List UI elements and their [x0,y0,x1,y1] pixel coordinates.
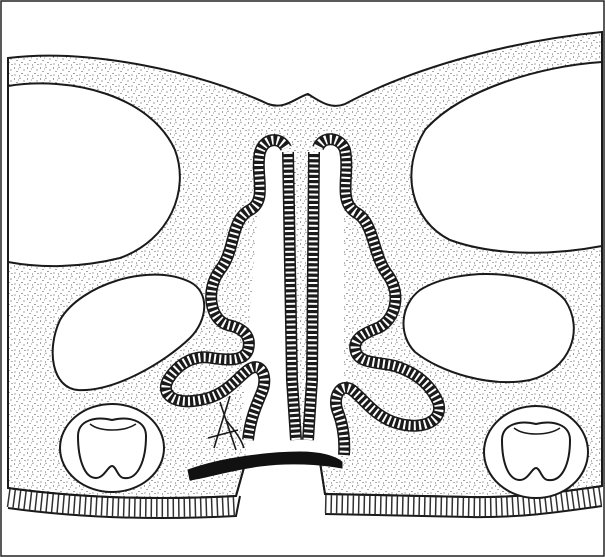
left-tooth-bud [60,404,164,492]
right-tooth-bud [484,406,588,498]
